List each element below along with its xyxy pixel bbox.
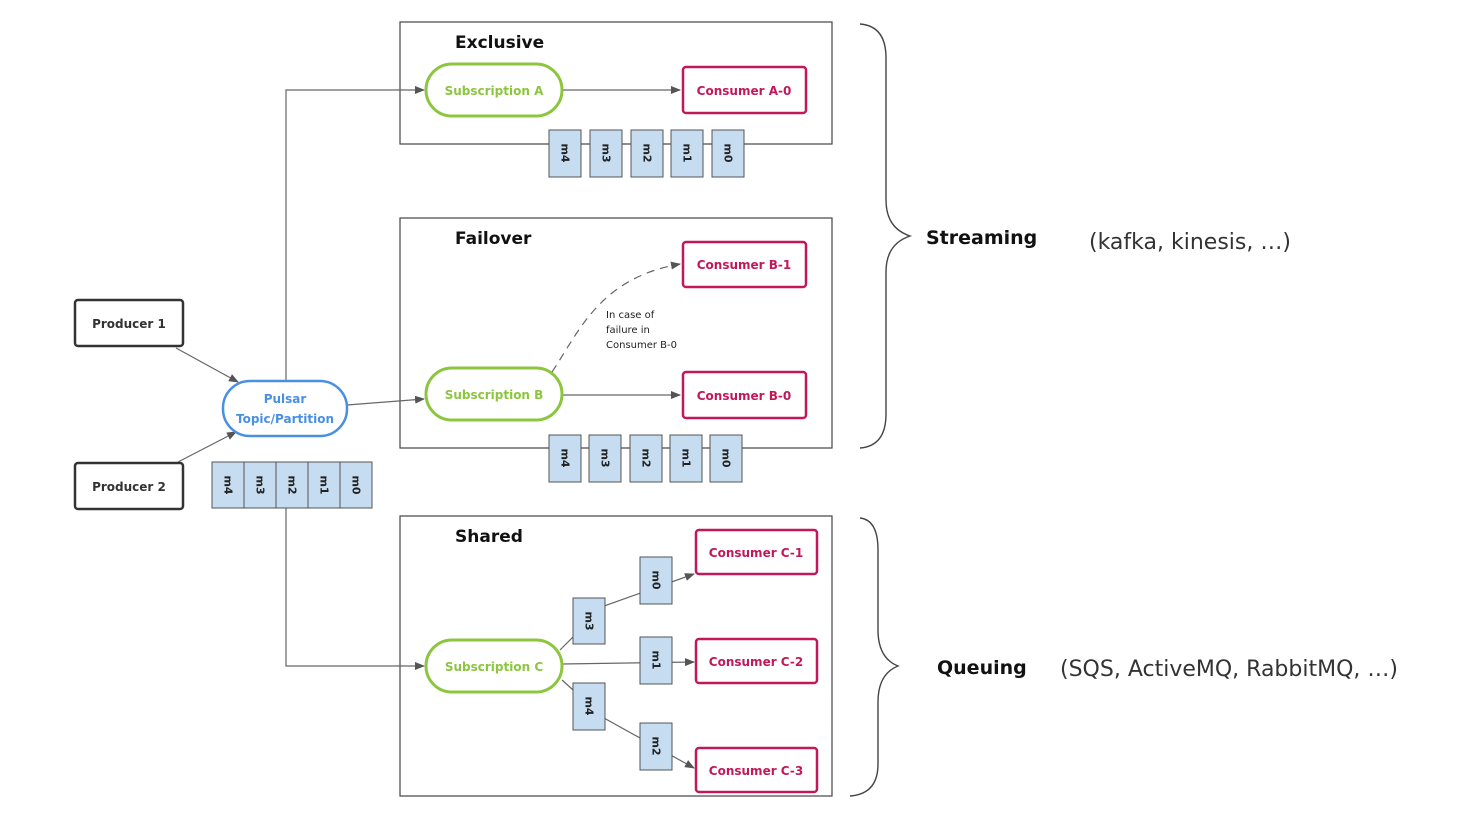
failover-note: In case of failure in Consumer B-0 — [606, 310, 677, 351]
consumer-c-1-label: Consumer C-1 — [709, 546, 803, 560]
consumer-b-1: Consumer B-1 — [681, 240, 808, 289]
message-block: m4 — [548, 129, 582, 178]
consumer-b-1-label: Consumer B-1 — [697, 258, 792, 272]
message-label: m0 — [720, 448, 733, 467]
message-label: m1 — [318, 475, 331, 494]
message-label: m3 — [600, 143, 613, 162]
message-block: m1 — [669, 434, 703, 483]
message-block: m2 — [639, 722, 673, 771]
message-block: m2 — [629, 434, 663, 483]
subscription-c: Subscription C — [424, 638, 564, 694]
consumer-c-3-label: Consumer C-3 — [709, 764, 803, 778]
subscription-a-label: Subscription A — [445, 84, 544, 98]
message-label: m3 — [254, 475, 267, 494]
message-label: m1 — [681, 143, 694, 162]
message-block: m2 — [275, 461, 309, 509]
exclusive-title: Exclusive — [455, 33, 544, 53]
consumer-b-0: Consumer B-0 — [681, 370, 808, 420]
message-block: m1 — [307, 461, 341, 509]
pulsar-topic: Pulsar Topic/Partition — [221, 379, 349, 438]
failover-title: Failover — [455, 229, 532, 249]
message-label: m1 — [680, 448, 693, 467]
producer-2-label: Producer 2 — [92, 480, 166, 494]
subscription-c-label: Subscription C — [445, 660, 543, 674]
topic-label-line1: Pulsar — [264, 392, 307, 406]
message-block: m0 — [709, 434, 743, 483]
message-label: m3 — [583, 611, 596, 630]
message-block: m1 — [639, 636, 673, 685]
message-block: m3 — [589, 129, 623, 178]
queuing-brace — [849, 517, 900, 797]
message-block: m2 — [630, 129, 664, 178]
message-block: m0 — [639, 556, 673, 605]
message-block: m4 — [211, 461, 245, 509]
consumer-b-0-label: Consumer B-0 — [697, 389, 792, 403]
producer-2: Producer 2 — [73, 461, 185, 511]
message-label: m2 — [641, 143, 654, 162]
message-block: m4 — [572, 682, 606, 731]
producer-1-label: Producer 1 — [92, 317, 166, 331]
message-label: m3 — [599, 448, 612, 467]
subscription-b-label: Subscription B — [445, 388, 544, 402]
failover-message-queue: m4 m3 m2 m1 m0 — [548, 434, 743, 483]
streaming-examples: (kafka, kinesis, …) — [1089, 230, 1291, 255]
message-label: m0 — [650, 570, 663, 589]
consumer-c-2-label: Consumer C-2 — [709, 655, 803, 669]
consumer-a-0-label: Consumer A-0 — [697, 84, 792, 98]
streaming-label: Streaming — [926, 227, 1037, 249]
shared-frame — [399, 515, 833, 797]
message-label: m4 — [222, 475, 235, 494]
message-label: m0 — [350, 475, 363, 494]
producer-1: Producer 1 — [73, 298, 185, 348]
topic-message-queue: m4 m3 m2 m1 m0 — [211, 461, 373, 509]
consumer-a-0: Consumer A-0 — [681, 65, 808, 115]
message-label: m1 — [650, 650, 663, 669]
queuing-label: Queuing — [937, 657, 1027, 679]
message-block: m3 — [572, 597, 606, 645]
exclusive-message-queue: m4 m3 m2 m1 m0 — [548, 129, 745, 178]
consumer-c-2: Consumer C-2 — [694, 637, 819, 685]
failover-note-line1: In case of — [606, 310, 655, 321]
failover-note-line2: failure in — [606, 325, 650, 336]
streaming-brace — [859, 23, 913, 449]
message-block: m0 — [339, 461, 373, 509]
message-label: m2 — [286, 475, 299, 494]
message-block: m3 — [588, 434, 622, 483]
message-label: m4 — [559, 448, 572, 467]
consumer-c-1: Consumer C-1 — [694, 528, 819, 576]
message-label: m2 — [640, 448, 653, 467]
consumer-c-3: Consumer C-3 — [694, 746, 819, 794]
shared-title: Shared — [455, 527, 523, 547]
message-block: m3 — [243, 461, 277, 509]
failover-note-line3: Consumer B-0 — [606, 340, 677, 351]
subscription-a: Subscription A — [424, 62, 564, 118]
queuing-examples: (SQS, ActiveMQ, RabbitMQ, …) — [1060, 657, 1398, 682]
message-label: m4 — [559, 143, 572, 162]
subscription-b: Subscription B — [424, 366, 564, 422]
shared-messages: m3 m0 m1 m4 m2 — [572, 556, 673, 771]
message-block: m0 — [711, 129, 745, 178]
topic-label-line2: Topic/Partition — [236, 412, 334, 426]
message-block: m1 — [670, 129, 704, 178]
message-block: m4 — [548, 434, 582, 483]
message-label: m0 — [722, 143, 735, 162]
message-label: m4 — [583, 696, 596, 715]
message-label: m2 — [650, 736, 663, 755]
